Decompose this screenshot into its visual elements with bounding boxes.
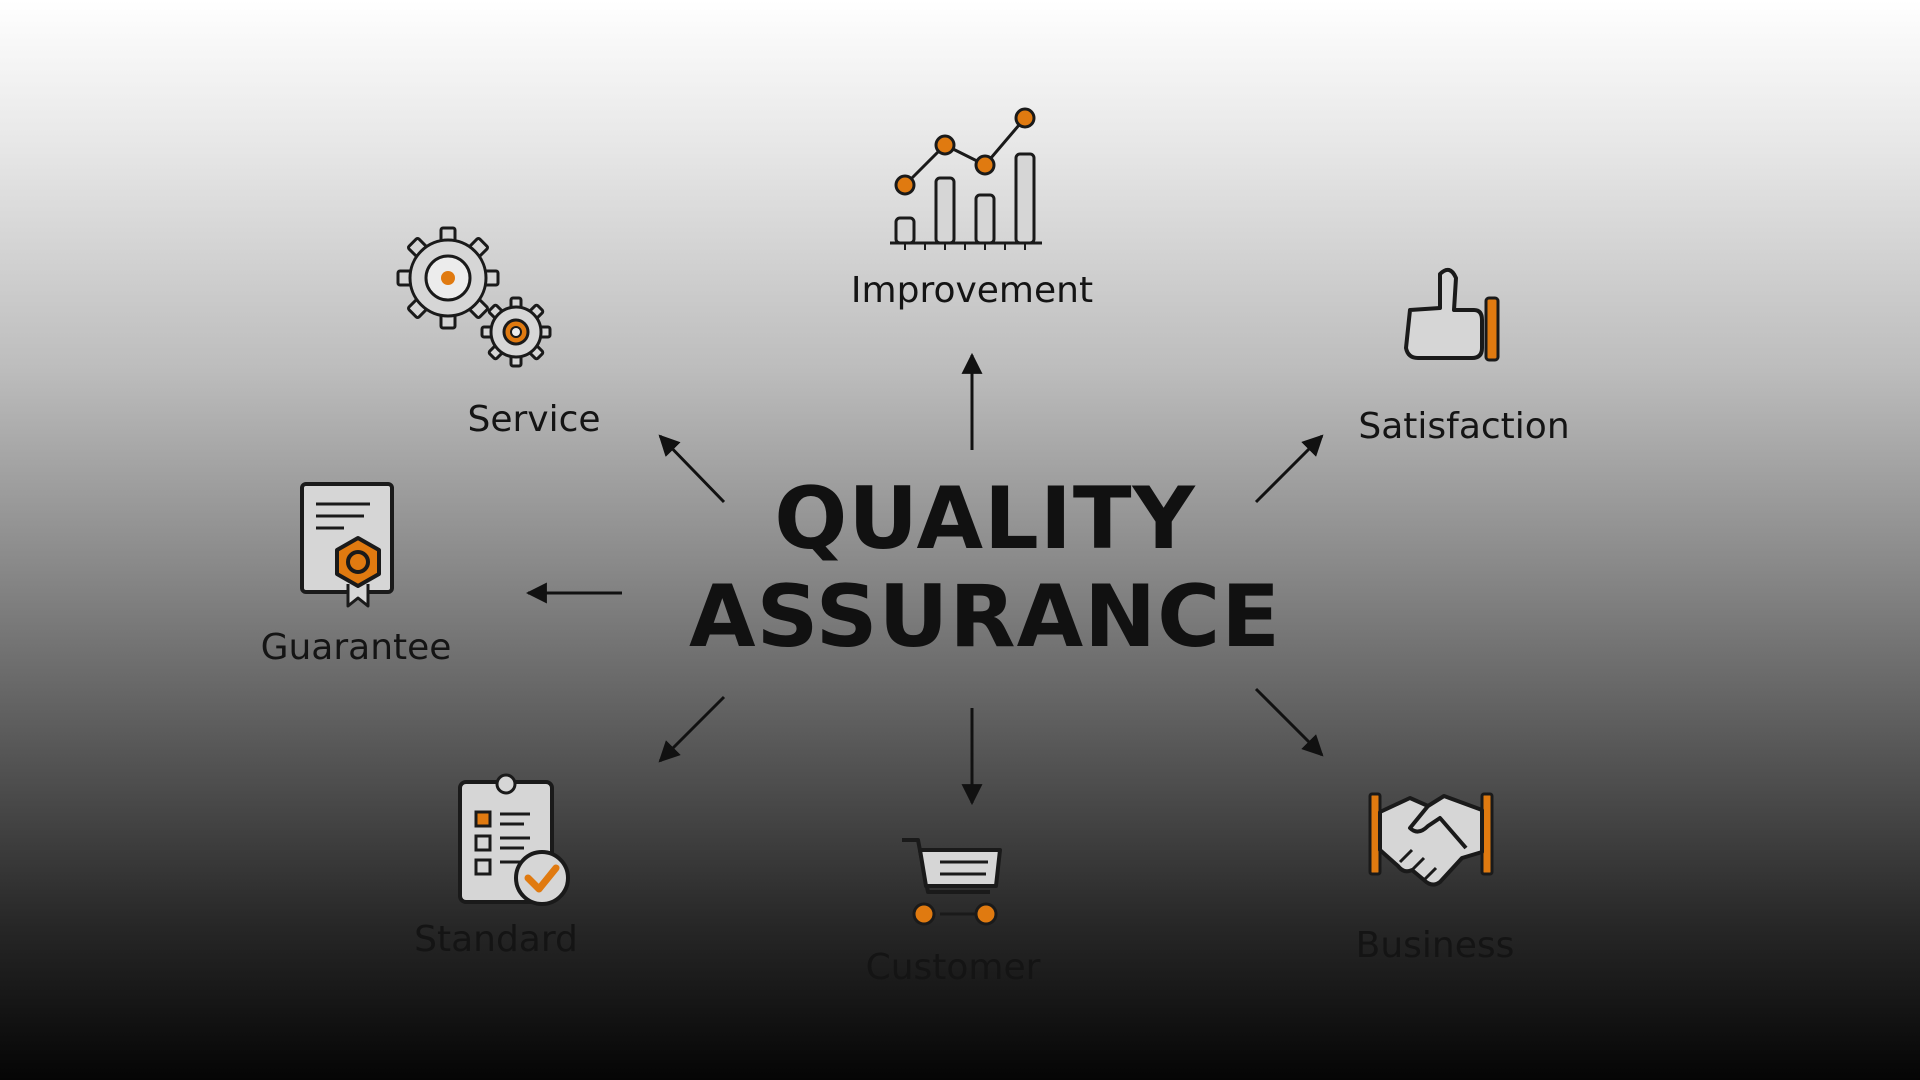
arrow-to-standard xyxy=(658,695,726,763)
central-title: QUALITY ASSURANCE xyxy=(660,470,1310,666)
gears-icon xyxy=(396,226,552,368)
title-line-1: QUALITY xyxy=(774,469,1196,569)
shopping-cart-icon xyxy=(902,838,1002,926)
node-label-guarantee: Guarantee xyxy=(260,627,452,668)
node-label-satisfaction: Satisfaction xyxy=(1358,406,1570,447)
checklist-clipboard-icon xyxy=(458,773,570,906)
node-label-improvement: Improvement xyxy=(850,270,1094,311)
certificate-icon xyxy=(300,482,394,608)
arrow-to-business xyxy=(1254,687,1324,757)
bar-chart-icon xyxy=(890,107,1042,250)
node-label-customer: Customer xyxy=(865,947,1041,988)
node-label-service: Service xyxy=(467,399,601,440)
thumbs-up-icon xyxy=(1404,267,1500,362)
node-label-business: Business xyxy=(1355,925,1515,966)
handshake-icon xyxy=(1368,792,1494,887)
arrow-to-satisfaction xyxy=(1254,434,1324,504)
title-line-2: ASSURANCE xyxy=(688,567,1282,667)
node-label-standard: Standard xyxy=(414,919,578,960)
arrow-to-service xyxy=(658,434,726,504)
